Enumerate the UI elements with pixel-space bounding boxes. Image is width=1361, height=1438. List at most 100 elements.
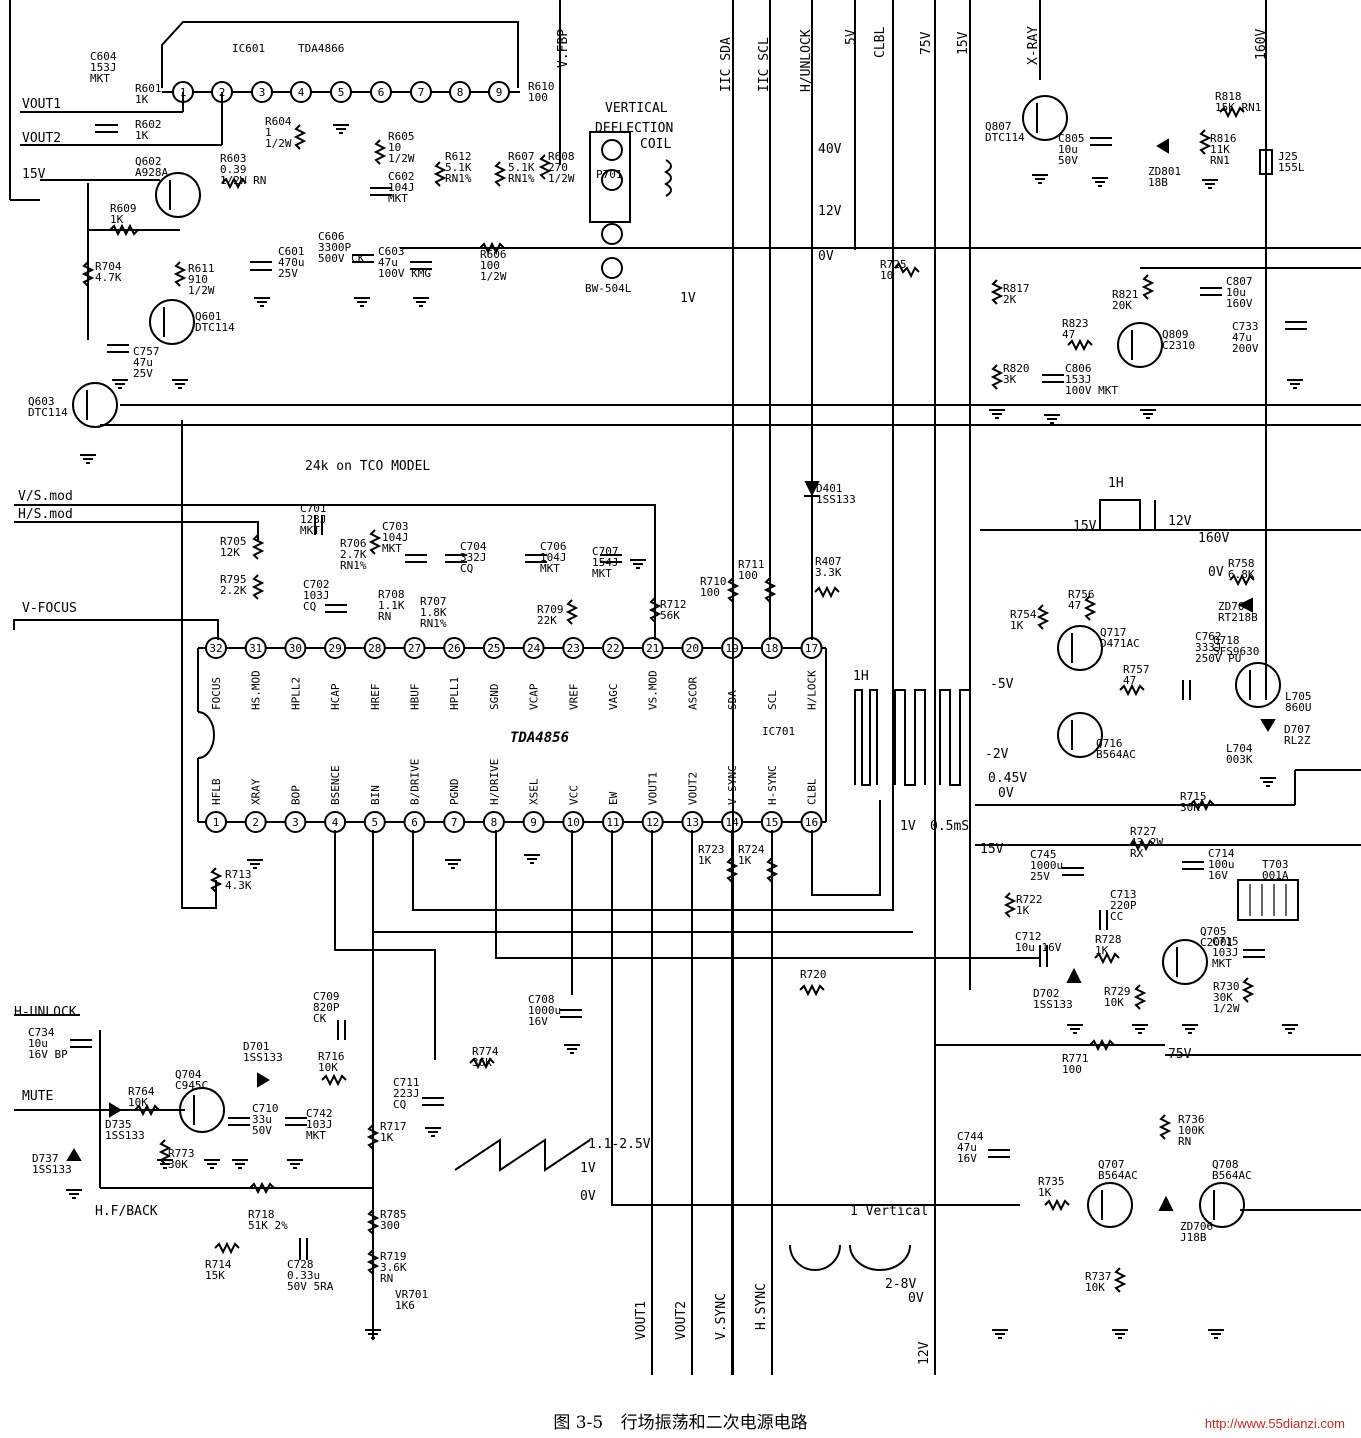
svg-text:3K: 3K [1003, 373, 1017, 386]
svg-text:R708: R708 [378, 588, 405, 601]
svg-text:C806: C806 [1065, 362, 1092, 375]
capacitor-c728 [299, 1238, 308, 1260]
transistor-q601 [149, 299, 195, 345]
svg-text:470u: 470u [278, 256, 305, 269]
ground-symbol [354, 297, 370, 307]
resistor-r603 [221, 176, 247, 190]
svg-text:1/2W: 1/2W [548, 172, 575, 185]
volt-0v-d: 0V [908, 1291, 924, 1306]
diode-d707 [1260, 719, 1276, 732]
label-75v-right: 75V [1168, 1047, 1192, 1062]
svg-text:1SS133: 1SS133 [1033, 998, 1073, 1011]
svg-text:8: 8 [491, 816, 498, 829]
component-p701: P701 [596, 168, 623, 181]
svg-text:C807: C807 [1226, 275, 1253, 288]
figure-caption: 图 3-5 行场振荡和二次电源电路 [0, 1408, 1361, 1433]
svg-text:7: 7 [418, 86, 425, 99]
svg-text:2.7K: 2.7K [340, 548, 367, 561]
svg-text:104J: 104J [382, 531, 409, 544]
svg-text:C708: C708 [528, 993, 555, 1006]
svg-text:1: 1 [213, 816, 220, 829]
resistor-r720 [799, 983, 825, 997]
resistor-r757 [1119, 683, 1145, 697]
svg-text:VOUT2: VOUT2 [686, 772, 699, 805]
svg-text:1K: 1K [380, 1131, 394, 1144]
volt-0v-c: 0V [580, 1189, 596, 1204]
svg-text:1K: 1K [135, 129, 149, 142]
label-vout2: VOUT2 [22, 131, 61, 146]
svg-text:C704: C704 [460, 540, 487, 553]
svg-text:3: 3 [292, 816, 299, 829]
ground-symbol [413, 297, 429, 307]
ic701-pin-6: 6B/DRIVE [403, 759, 426, 833]
resistor-r754 [1036, 604, 1050, 630]
svg-text:18B: 18B [1148, 176, 1168, 189]
resistor-r756 [1083, 595, 1097, 621]
svg-text:MKT: MKT [1212, 957, 1232, 970]
figure-number: 图 3-5 [553, 1413, 604, 1433]
ground-symbol [425, 1127, 441, 1137]
ground-symbol [287, 1159, 303, 1169]
ground-symbol [1287, 379, 1303, 389]
resistor-r823 [1067, 338, 1093, 352]
svg-text:10K: 10K [1104, 996, 1124, 1009]
svg-text:R823: R823 [1062, 317, 1089, 330]
capacitor-c703 [405, 554, 427, 563]
svg-text:6: 6 [378, 86, 385, 99]
svg-text:500V CK: 500V CK [318, 252, 365, 265]
svg-text:EW: EW [607, 791, 620, 805]
svg-text:43.2W: 43.2W [1130, 836, 1163, 849]
svg-text:R727: R727 [1130, 825, 1157, 838]
resistor-r764 [134, 1103, 160, 1117]
capacitor-c762 [1182, 680, 1191, 700]
diode-d737 [66, 1148, 82, 1161]
svg-text:104J: 104J [540, 551, 567, 564]
diode-d702 [1066, 967, 1082, 983]
svg-text:Q708: Q708 [1212, 1158, 1239, 1171]
resistor-r716 [321, 1073, 347, 1087]
svg-text:123J: 123J [300, 513, 327, 526]
svg-text:R729: R729 [1104, 985, 1131, 998]
svg-text:Q707: Q707 [1098, 1158, 1125, 1171]
svg-text:30: 30 [289, 642, 302, 655]
svg-text:R725: R725 [880, 258, 907, 271]
svg-text:R717: R717 [380, 1120, 407, 1133]
svg-text:16: 16 [805, 816, 818, 829]
svg-text:D707: D707 [1284, 723, 1311, 736]
svg-text:56K: 56K [660, 609, 680, 622]
resistor-r730 [1241, 977, 1255, 1003]
svg-text:3.6K: 3.6K [380, 1261, 407, 1274]
volt-1v-b: 1V [900, 819, 916, 834]
resistor-r736 [1158, 1114, 1172, 1140]
svg-text:D701: D701 [243, 1040, 270, 1053]
svg-text:220P: 220P [1110, 899, 1137, 912]
svg-text:10K: 10K [1085, 1281, 1105, 1294]
svg-text:47: 47 [1068, 599, 1081, 612]
ground-symbol [1132, 1024, 1148, 1034]
svg-text:H-SYNC: H-SYNC [766, 765, 779, 805]
svg-text:103J: 103J [306, 1118, 333, 1131]
svg-text:D735: D735 [105, 1118, 132, 1131]
